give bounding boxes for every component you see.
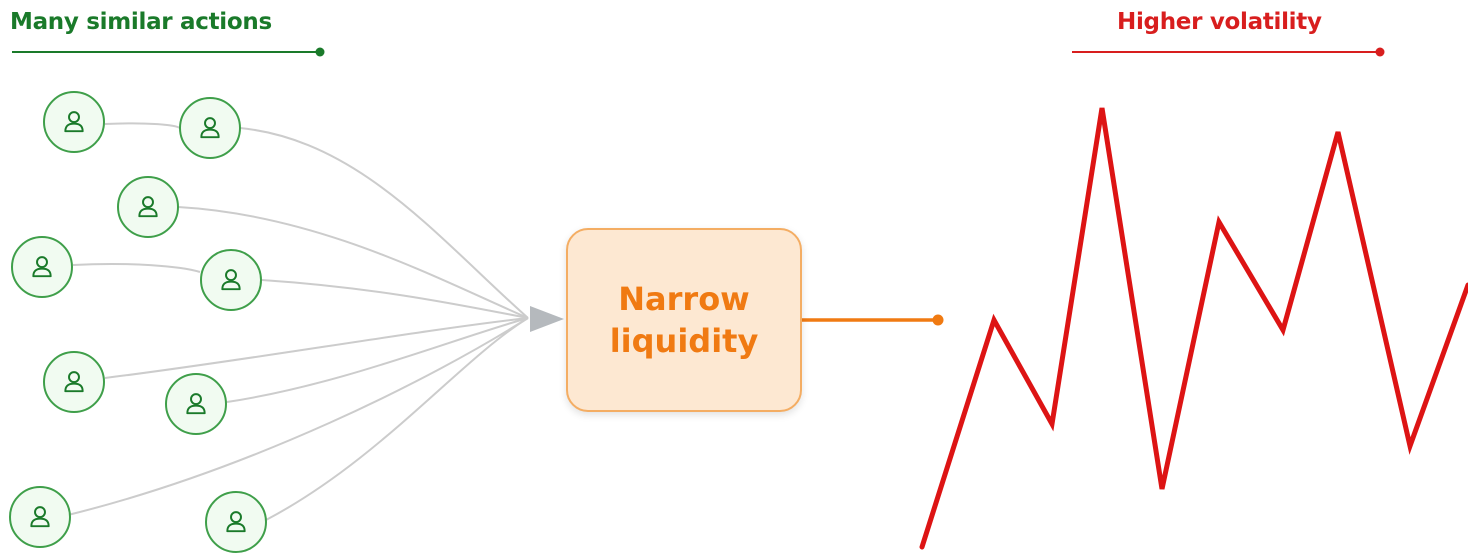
volatility-zigzag bbox=[917, 107, 1468, 552]
person-icon bbox=[43, 91, 105, 153]
left-heading-underline bbox=[12, 47, 325, 57]
person-icon bbox=[43, 351, 105, 413]
connector-line bbox=[104, 122, 181, 129]
connector-line bbox=[265, 317, 529, 521]
person-icon bbox=[165, 373, 227, 435]
person-icon bbox=[179, 97, 241, 159]
arrow-head bbox=[530, 306, 564, 332]
connector-line bbox=[72, 262, 201, 273]
connector-line bbox=[104, 317, 529, 379]
right-heading-underline bbox=[1072, 47, 1385, 57]
connector-line bbox=[226, 317, 529, 403]
actor-icons bbox=[9, 91, 267, 553]
narrow-liquidity-label: Narrow liquidity bbox=[609, 280, 759, 360]
connector-lines bbox=[67, 122, 529, 521]
person-icon bbox=[205, 491, 267, 553]
connector-line bbox=[177, 206, 529, 319]
higher-volatility-heading: Higher volatility bbox=[1117, 9, 1322, 35]
person-icon bbox=[200, 249, 262, 311]
narrow-liquidity-box: Narrow liquidity bbox=[566, 228, 802, 412]
hub-output-line bbox=[802, 314, 944, 326]
many-similar-actions-heading: Many similar actions bbox=[10, 9, 272, 35]
connector-line bbox=[239, 127, 529, 319]
person-icon bbox=[9, 486, 71, 548]
connector-line bbox=[67, 317, 529, 516]
person-icon bbox=[117, 176, 179, 238]
person-icon bbox=[11, 236, 73, 298]
connector-line bbox=[261, 279, 529, 319]
